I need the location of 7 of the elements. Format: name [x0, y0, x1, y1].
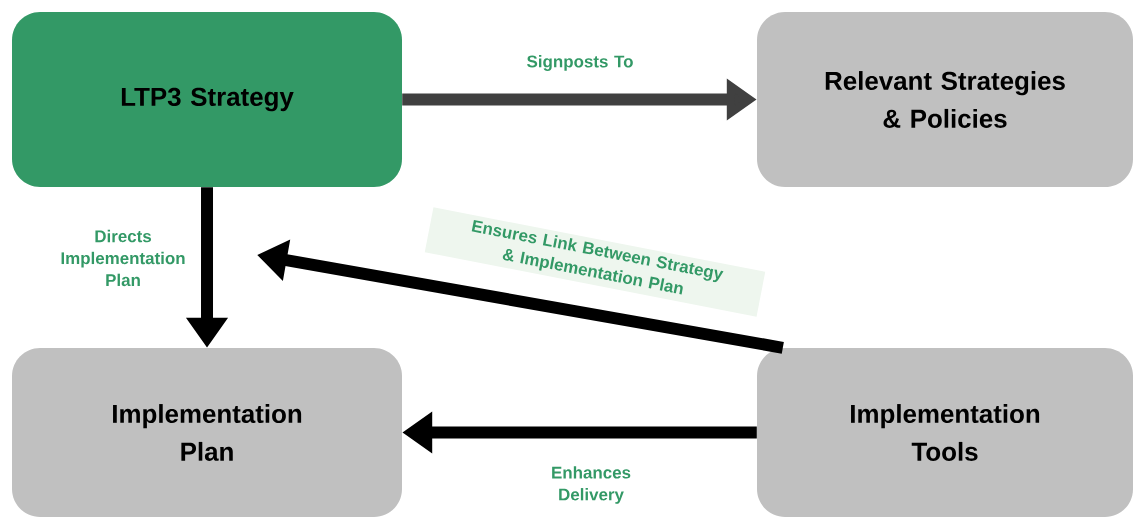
- process-box: Relevant Strategies & Policies: [757, 12, 1133, 187]
- edge-label: Enhances Delivery: [552, 466, 631, 504]
- process-box: Implementation Plan: [12, 348, 402, 517]
- process-box: Implementation Tools: [757, 348, 1133, 517]
- process-box: LTP3 Strategy: [12, 12, 402, 187]
- edge-label: Directs Implementation Plan: [61, 229, 185, 287]
- edge-label: Signposts To: [527, 55, 633, 71]
